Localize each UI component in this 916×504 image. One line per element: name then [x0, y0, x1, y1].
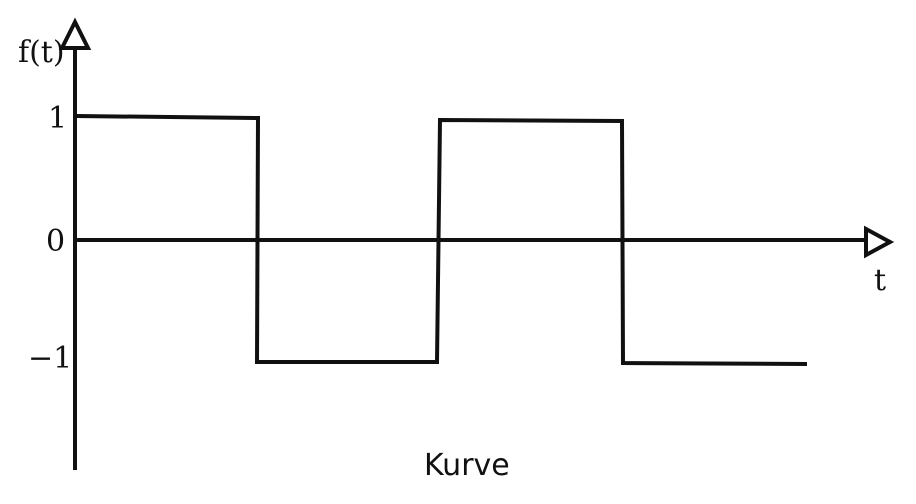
- tick-label-0: 0: [46, 224, 65, 259]
- tick-label-minus-1: −1: [28, 341, 72, 376]
- x-axis-label: t: [874, 263, 886, 298]
- square-wave-signal: [74, 113, 808, 367]
- caption: Kurve: [424, 448, 510, 483]
- y-axis-arrow-icon: [58, 17, 92, 50]
- y-axis-label: f(t): [18, 35, 65, 70]
- tick-label-1: 1: [48, 101, 67, 136]
- x-axis-arrow-icon: [864, 225, 895, 259]
